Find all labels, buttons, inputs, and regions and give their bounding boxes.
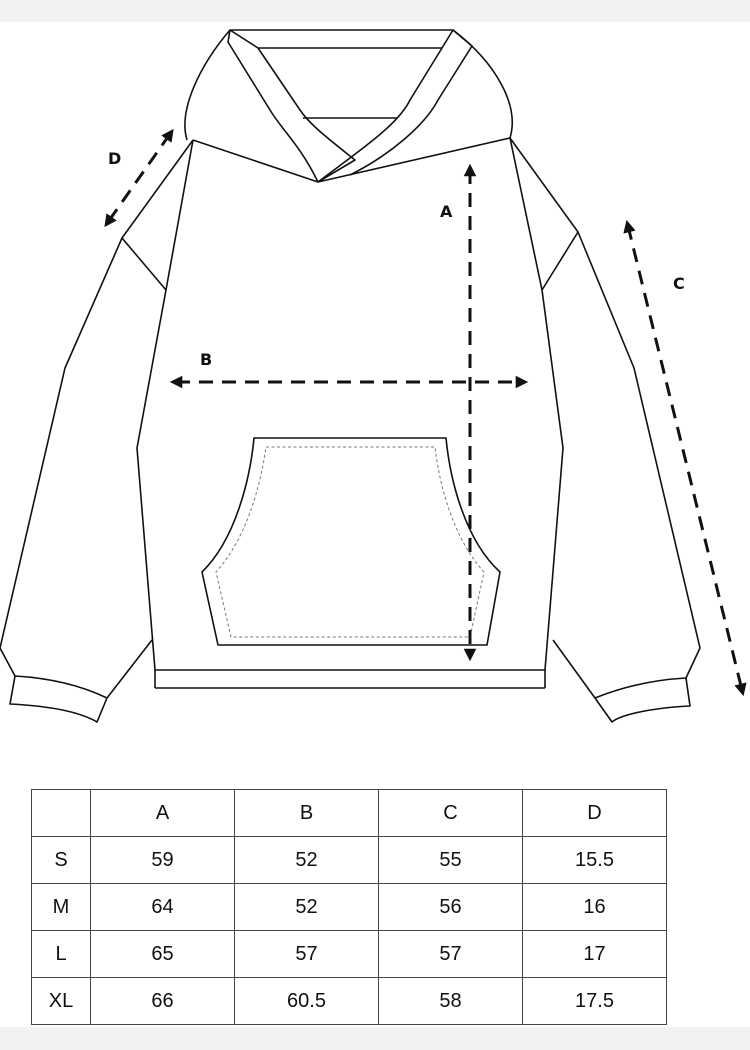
value-cell: 17.5 [522, 977, 667, 1025]
size-chart-table: A B C D S 59 52 55 15.5 M 64 52 56 16 L … [31, 789, 667, 1025]
value-cell: 16 [522, 883, 667, 931]
value-cell: 52 [234, 883, 379, 931]
header-cell-empty [31, 789, 91, 837]
label-d: D [108, 149, 121, 168]
table-row: L 65 57 57 17 [31, 930, 667, 978]
value-cell: 65 [90, 930, 235, 978]
header-cell-c: C [378, 789, 523, 837]
diagram-canvas: A B C D A B C D S 59 52 55 15.5 M 64 52 … [0, 22, 750, 1027]
size-cell: L [31, 930, 91, 978]
header-cell-b: B [234, 789, 379, 837]
body-left [136, 139, 194, 688]
measurement-arrows [104, 128, 747, 697]
value-cell: 66 [90, 977, 235, 1025]
value-cell: 56 [378, 883, 523, 931]
hood-outer [184, 29, 513, 141]
table-row: XL 66 60.5 58 17.5 [31, 977, 667, 1025]
size-cell: M [31, 883, 91, 931]
table-row: S 59 52 55 15.5 [31, 836, 667, 884]
left-cuff [9, 639, 153, 723]
value-cell: 15.5 [522, 836, 667, 884]
size-cell: XL [31, 977, 91, 1025]
hood-band-left-outer [227, 29, 319, 183]
label-b: B [200, 350, 212, 369]
value-cell: 52 [234, 836, 379, 884]
right-cuff [552, 639, 691, 723]
value-cell: 64 [90, 883, 235, 931]
table-row: M 64 52 56 16 [31, 883, 667, 931]
kangaroo-pocket [201, 437, 501, 646]
left-sleeve-outer [0, 139, 194, 677]
label-c: C [673, 274, 685, 293]
header-cell-d: D [522, 789, 667, 837]
right-sleeve-seam [541, 231, 579, 291]
hoodie-outline [0, 29, 701, 723]
size-cell: S [31, 836, 91, 884]
value-cell: 57 [378, 930, 523, 978]
pocket-stitching [215, 446, 485, 638]
body-right [509, 137, 564, 688]
value-cell: 60.5 [234, 977, 379, 1025]
hood-band-right-outer [349, 29, 473, 176]
arrow-d [104, 128, 174, 228]
arrow-c [623, 219, 747, 697]
value-cell: 58 [378, 977, 523, 1025]
hood-band-left-inner [229, 29, 356, 183]
left-sleeve-seam [121, 237, 167, 291]
shoulder-seam [192, 137, 511, 183]
value-cell: 59 [90, 836, 235, 884]
header-cell-a: A [90, 789, 235, 837]
value-cell: 17 [522, 930, 667, 978]
label-a: A [440, 202, 453, 221]
hoodie-sketch: A B C D [0, 29, 747, 723]
value-cell: 57 [234, 930, 379, 978]
hood-band-right-inner [317, 29, 454, 183]
table-header-row: A B C D [31, 789, 667, 837]
value-cell: 55 [378, 836, 523, 884]
